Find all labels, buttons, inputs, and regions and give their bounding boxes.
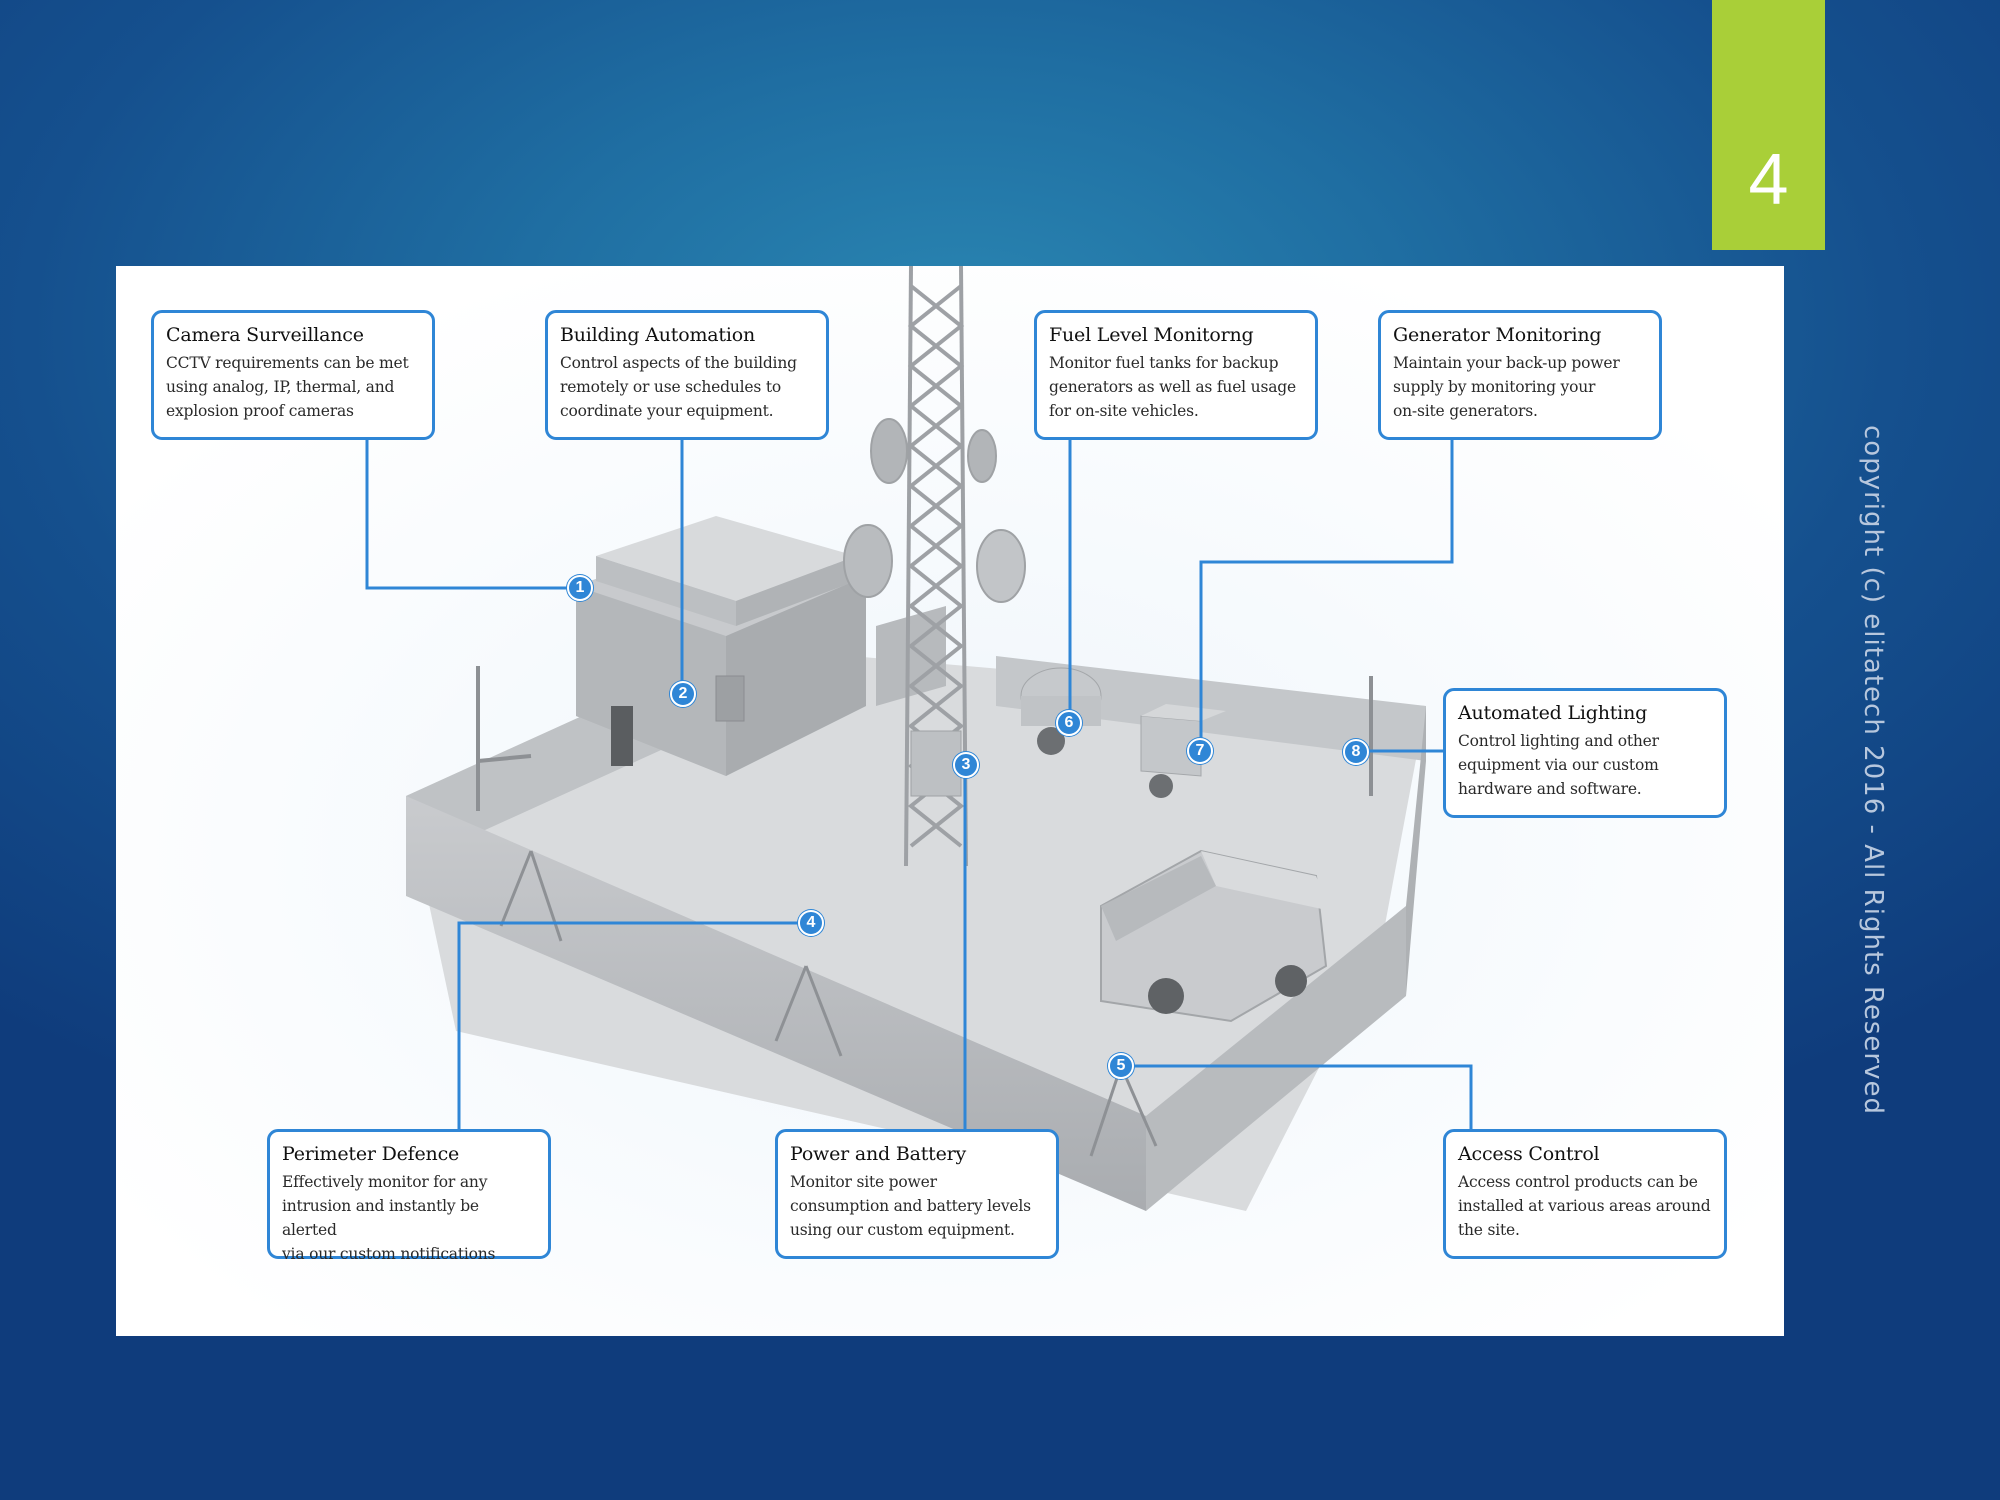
marker-7: 7 — [1187, 738, 1213, 764]
callout-access-control: Access Control Access control products c… — [1443, 1129, 1727, 1259]
right-wall — [1406, 706, 1426, 996]
front-wall-left — [406, 796, 1146, 1211]
dish-antenna — [967, 429, 997, 483]
dish-antenna — [870, 418, 908, 484]
callout-power-and-battery: Power and Battery Monitor site power con… — [775, 1129, 1059, 1259]
callout-fuel-level-monitoring: Fuel Level Monitorng Monitor fuel tanks … — [1034, 310, 1318, 440]
marker-3: 3 — [953, 752, 979, 778]
copyright-notice: copyright (c) elitatech 2016 - All Right… — [1858, 425, 1888, 1115]
callout-automated-lighting: Automated Lighting Control lighting and … — [1443, 688, 1727, 818]
marker-6: 6 — [1056, 710, 1082, 736]
connector-lines — [365, 437, 1473, 1131]
generator — [1140, 704, 1226, 798]
marker-2: 2 — [670, 681, 696, 707]
callout-building-automation: Building Automation Control aspects of t… — [545, 310, 829, 440]
site-diagram: Camera Surveillance CCTV requirements ca… — [116, 266, 1784, 1336]
marker-8: 8 — [1343, 739, 1369, 765]
back-wall-right — [996, 656, 1426, 761]
van — [1100, 849, 1331, 1023]
callout-camera-surveillance: Camera Surveillance CCTV requirements ca… — [151, 310, 435, 440]
marker-5: 5 — [1108, 1053, 1134, 1079]
wall-braces — [499, 850, 1158, 1157]
slide-number: 4 — [1712, 0, 1825, 250]
front-wall-right — [1146, 906, 1406, 1211]
callout-perimeter-defence: Perimeter Defence Effectively monitor fo… — [267, 1129, 551, 1263]
callout-generator-monitoring: Generator Monitoring Maintain your back-… — [1378, 310, 1662, 440]
marker-4: 4 — [798, 910, 824, 936]
dish-antenna — [976, 529, 1026, 603]
dish-antenna — [843, 524, 893, 598]
marker-1: 1 — [567, 575, 593, 601]
